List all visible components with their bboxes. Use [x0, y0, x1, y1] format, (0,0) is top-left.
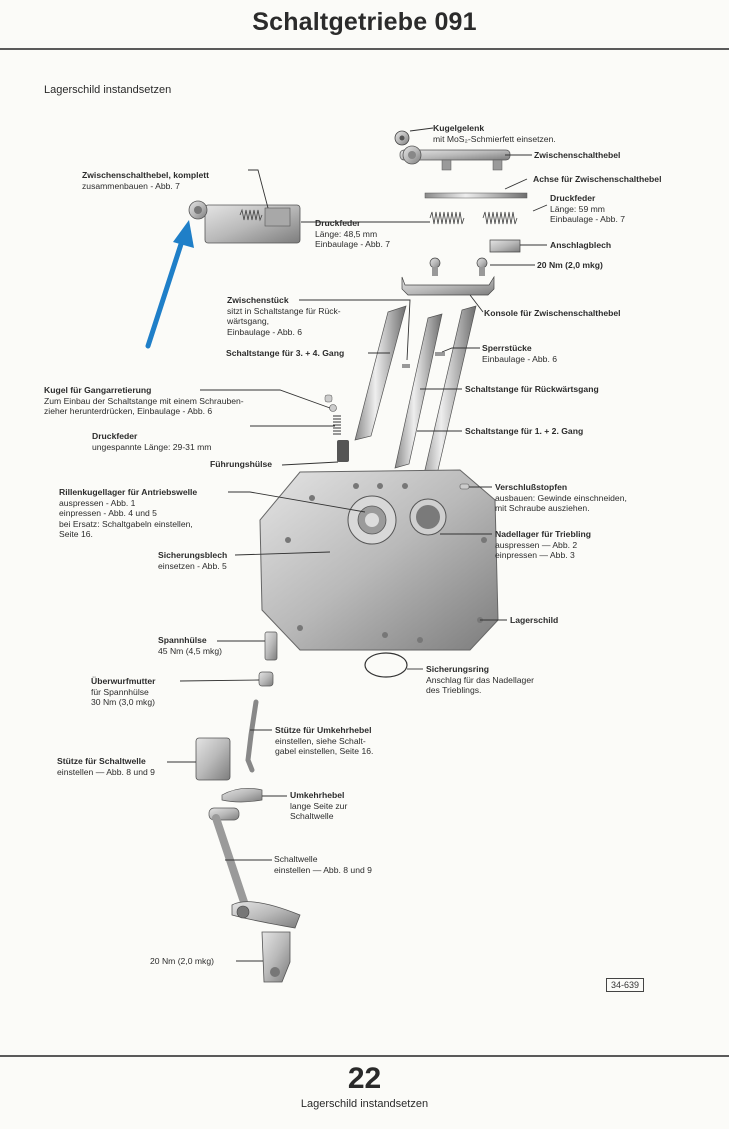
label-druckfeder-48: Druckfeder Länge: 48,5 mm Einbaulage - A… — [315, 218, 391, 250]
label-achse: Achse für Zwischenschalthebel — [533, 174, 662, 184]
label-kugelgelenk: Kugelgelenk mit MoS₂-Schmierfett einsetz… — [433, 123, 556, 144]
label-torque-20nm-top: 20 Nm (2,0 mkg) — [537, 260, 603, 270]
label-schaltstange-34: Schaltstange für 3. + 4. Gang — [226, 348, 345, 358]
label-sicherungsblech: Sicherungsblech einsetzen - Abb. 5 — [158, 550, 228, 571]
label-druckfeder-29: Druckfeder ungespannte Länge: 29-31 mm — [92, 431, 212, 452]
stop-plate-part — [489, 239, 521, 253]
label-lagerschild: Lagerschild — [510, 615, 559, 625]
union-nut-part — [258, 671, 274, 687]
axle-part — [424, 192, 528, 199]
reverse-lever-part — [221, 788, 263, 803]
circlip-part — [364, 652, 408, 678]
header-rule — [0, 48, 729, 50]
label-stuetze-umkehrhebel: Stütze für Umkehrhebel einstellen, siehe… — [275, 725, 374, 757]
label-sperrstuecke: Sperrstücke Einbaulage - Abb. 6 — [482, 343, 558, 364]
bolts-part — [429, 257, 488, 276]
page-title: Schaltgetriebe 091 — [252, 8, 477, 36]
label-spannhuelse: Spannhülse 45 Nm (4,5 mkg) — [158, 635, 222, 656]
bracket-part — [401, 275, 495, 296]
intermediate-lever-assembly-part — [188, 200, 301, 244]
label-nadellager: Nadellager für Triebling auspressen — Ab… — [495, 529, 591, 561]
label-torque-20nm-bottom: 20 Nm (2,0 mkg) — [150, 956, 214, 966]
label-zwischenschalthebel: Zwischenschalthebel — [534, 150, 621, 160]
label-schaltstange-12: Schaltstange für 1. + 2. Gang — [465, 426, 584, 436]
shift-rods-part — [354, 305, 477, 501]
shift-shaft-support-part — [195, 737, 231, 781]
label-zwischenstueck: Zwischenstück sitzt in Schaltstange für … — [227, 295, 341, 337]
label-schaltwelle: Schaltwelle einstellen — Abb. 8 und 9 — [274, 854, 372, 875]
compression-springs-part — [429, 211, 518, 225]
label-anschlagblech: Anschlagblech — [550, 240, 612, 250]
label-rillenkugellager: Rillenkugellager für Antriebswelle auspr… — [59, 487, 198, 540]
label-schaltstange-rueck: Schaltstange für Rückwärtsgang — [465, 384, 599, 394]
shift-shaft-part — [208, 807, 301, 983]
label-kugel: Kugel für Gangarretierung Zum Einbau der… — [44, 385, 244, 417]
label-fuehrungshuelse: Führungshülse — [210, 459, 273, 469]
label-umkehrhebel: Umkehrhebel lange Seite zur Schaltwelle — [290, 790, 348, 822]
leader-lines — [167, 127, 548, 962]
tension-sleeve-part — [264, 631, 278, 661]
label-sicherungsring: Sicherungsring Anschlag für das Nadellag… — [426, 664, 534, 696]
annotation-arrow-icon — [145, 220, 194, 349]
reverse-lever-support-part — [245, 699, 259, 773]
label-zwischenschalthebel-komplett: Zwischenschalthebel, komplett zusammenba… — [82, 170, 210, 191]
plug-part — [459, 483, 470, 490]
footer-subtitle: Lagerschild instandsetzen — [300, 1098, 429, 1110]
bearing-cover-housing-part — [259, 469, 499, 651]
ball-joint-part — [394, 130, 410, 146]
detent-ball-spring-sleeve-part — [324, 394, 349, 462]
label-ueberwurfmutter: Überwurfmutter für Spannhülse 30 Nm (3,0… — [91, 676, 156, 708]
label-stuetze-schaltwelle: Stütze für Schaltwelle einstellen — Abb.… — [57, 756, 155, 777]
label-druckfeder-59: Druckfeder Länge: 59 mm Einbaulage - Abb… — [550, 193, 626, 225]
intermediate-lever-part — [399, 145, 511, 171]
footer-rule — [0, 1055, 729, 1057]
figure-number: 34-639 — [606, 978, 645, 992]
label-verschlussstopfen: Verschlußstopfen ausbauen: Gewinde einsc… — [495, 482, 627, 514]
section-title: Lagerschild instandsetzen — [44, 84, 172, 96]
page-number: 22 — [347, 1062, 382, 1095]
label-konsole: Konsole für Zwischenschalthebel — [484, 308, 621, 318]
